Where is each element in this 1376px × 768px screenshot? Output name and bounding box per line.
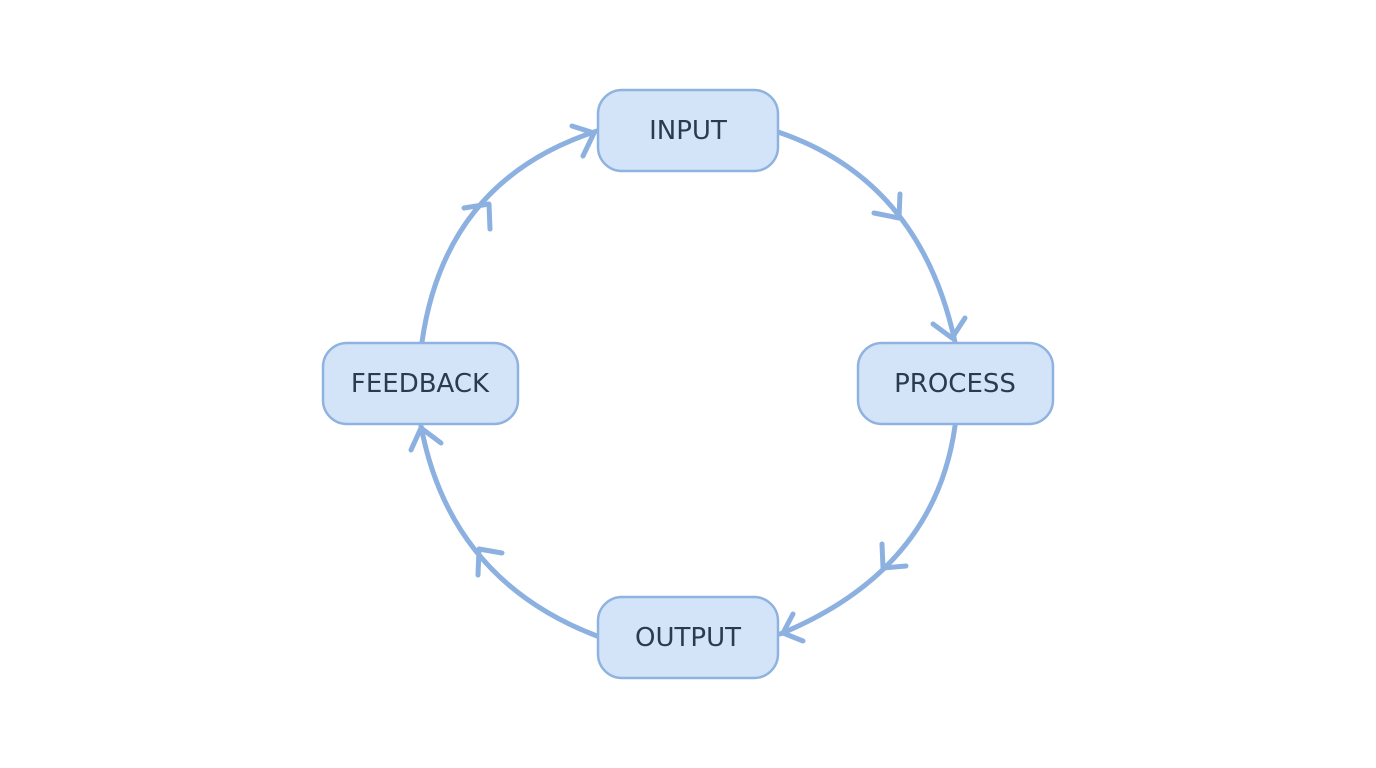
edge-process-to-output-mid-arrow xyxy=(879,541,909,571)
node-input: INPUT xyxy=(596,88,780,173)
edge-feedback-to-input xyxy=(419,123,600,345)
edge-input-to-process xyxy=(775,129,968,345)
edge-output-to-feedback xyxy=(408,423,600,639)
node-output: OUTPUT xyxy=(596,595,780,680)
edge-output-to-feedback-mid-arrow xyxy=(475,546,505,578)
node-process-label: PROCESS xyxy=(894,369,1016,399)
node-process: PROCESS xyxy=(856,341,1055,426)
edge-input-to-process-mid-arrow xyxy=(871,191,903,221)
node-feedback: FEEDBACK xyxy=(321,341,520,426)
edge-process-to-output xyxy=(777,423,958,644)
edge-output-to-feedback-end-arrow xyxy=(408,425,444,453)
edge-process-to-output-end-arrow xyxy=(780,611,806,644)
node-output-label: OUTPUT xyxy=(635,623,741,653)
node-feedback-label: FEEDBACK xyxy=(351,369,490,399)
node-input-label: INPUT xyxy=(649,116,727,146)
edge-feedback-to-input-mid-arrow xyxy=(461,201,493,232)
edge-input-to-process-end-arrow xyxy=(930,315,968,341)
edge-feedback-to-input-end-arrow xyxy=(569,123,597,159)
